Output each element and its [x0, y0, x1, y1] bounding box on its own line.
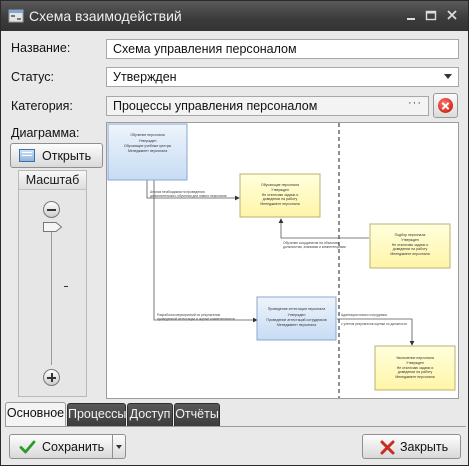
status-select[interactable]: Утвержден	[106, 67, 459, 87]
connector-line	[278, 218, 369, 239]
tab-divider	[5, 426, 466, 427]
minimize-icon[interactable]	[401, 7, 421, 24]
save-button[interactable]: Сохранить	[9, 434, 113, 459]
zoom-tick-mark	[64, 286, 68, 287]
tab-access[interactable]: Доступ	[127, 403, 173, 426]
name-value: Схема управления персоналом	[113, 42, 297, 56]
status-value: Утвержден	[113, 70, 177, 84]
box-line: доведении на работу	[398, 370, 433, 374]
connector-label: проведенной аттестации и оценке компетен…	[157, 317, 235, 321]
tab-main[interactable]: Основное	[5, 402, 66, 426]
zoom-slider-thumb[interactable]	[43, 222, 62, 232]
diagram-box[interactable]: Обучение персонала Утвержден Обучающие у…	[107, 123, 188, 181]
box-line: доведении на работу	[393, 247, 428, 251]
connector-line	[146, 180, 240, 201]
box-line: Обучающие учебные центры	[124, 144, 172, 148]
category-field[interactable]: Процессы управления персоналом ···	[106, 96, 429, 116]
box-title: Обучающие персонала	[261, 183, 299, 187]
box-line: доведении на работу	[263, 197, 298, 201]
box-line: Утвержден	[139, 139, 157, 143]
connector-label: Адаптация нового сотрудника	[341, 313, 387, 317]
box-line: Менеджмент персонала	[260, 202, 299, 206]
box-line: Проведение аттестаций сотрудников	[266, 318, 326, 322]
close-window-icon[interactable]	[442, 7, 462, 24]
category-value: Процессы управления персоналом	[113, 99, 318, 113]
box-line: Не отключаю задачи и	[262, 193, 299, 197]
box-line: Менеджмент персонала	[128, 149, 167, 153]
box-line: Утвержден	[271, 188, 289, 192]
connector-label: Анализ необходимости проведения	[150, 190, 205, 194]
box-line: Менеджмент персонала	[277, 323, 316, 327]
box-line: Не отключаю задачи и	[397, 366, 434, 370]
connector-label: дополнительного обучения для нового перс…	[150, 194, 227, 198]
tab-reports[interactable]: Отчёты	[174, 403, 220, 426]
connector-line	[153, 180, 258, 323]
maximize-icon[interactable]	[421, 7, 441, 24]
zoom-in-icon[interactable]	[43, 369, 60, 386]
app-icon	[8, 9, 24, 23]
zoom-panel: Масштаб	[18, 170, 87, 397]
save-options-button[interactable]	[112, 434, 126, 459]
diagram-canvas[interactable]: Обучение персонала Утвержден Обучающие у…	[106, 122, 459, 399]
box-line: Менеджмент персонала	[395, 375, 434, 379]
save-button-label: Сохранить	[42, 440, 105, 454]
window-title: Схема взаимодействий	[29, 8, 182, 24]
close-x-icon	[380, 440, 395, 455]
connector-label: Обучение координатов на объективе	[283, 241, 340, 245]
open-diagram-button[interactable]: Открыть	[10, 143, 103, 168]
diagram-box[interactable]: Обучающие персонала Утвержден Не отключа…	[239, 173, 321, 218]
chevron-down-icon	[116, 445, 122, 449]
diagram-label: Диаграмма:	[11, 126, 80, 140]
diagram-box[interactable]: Подбор персонала Утвержден Не отключаю з…	[369, 223, 451, 269]
diagram-box[interactable]: Проведение аттестации персонала Утвержде…	[256, 296, 337, 341]
window-open-icon	[19, 149, 35, 162]
open-button-label: Открыть	[42, 149, 92, 163]
close-button[interactable]: Закрыть	[362, 434, 461, 459]
box-title: Увольнение персонала	[396, 356, 434, 360]
box-title: Обучение персонала	[130, 133, 164, 137]
name-input[interactable]: Схема управления персоналом	[106, 39, 459, 59]
connector-label: Разработка мероприятий по результатам	[157, 313, 221, 317]
connector-label: должностям, знаниями и компетенциями	[283, 245, 346, 249]
box-line: Утвержден	[288, 313, 306, 317]
close-button-label: Закрыть	[400, 440, 449, 454]
diagram-box[interactable]: Увольнение персонала Утвержден Не отключ…	[374, 345, 456, 391]
box-title: Проведение аттестации персонала	[268, 307, 325, 311]
name-label: Название:	[11, 41, 71, 55]
box-line: Утвержден	[406, 361, 424, 365]
connector-line	[337, 318, 415, 346]
box-line: Менеджмент персонала	[390, 252, 429, 256]
diagram-svg: Обучение персонала Утвержден Обучающие у…	[107, 123, 456, 398]
zoom-title: Масштаб	[19, 171, 86, 190]
box-line: Не отключаю задачи и	[392, 243, 429, 247]
chevron-down-icon[interactable]	[444, 74, 452, 79]
title-bar[interactable]: Схема взаимодействий	[1, 1, 468, 31]
category-label: Категория:	[11, 99, 73, 113]
zoom-slider-track[interactable]	[51, 225, 52, 365]
tab-processes[interactable]: Процессы	[67, 403, 126, 426]
connector-label: с учетом результатов оценки по должности	[341, 322, 407, 326]
browse-dots-icon[interactable]: ···	[408, 97, 422, 109]
box-title: Подбор персонала	[395, 233, 426, 237]
zoom-out-icon[interactable]	[43, 201, 60, 218]
status-label: Статус:	[11, 70, 54, 84]
delete-icon	[438, 98, 453, 113]
box-line: Утвержден	[401, 238, 419, 242]
clear-category-button[interactable]	[433, 93, 458, 118]
checkmark-icon	[19, 440, 36, 454]
